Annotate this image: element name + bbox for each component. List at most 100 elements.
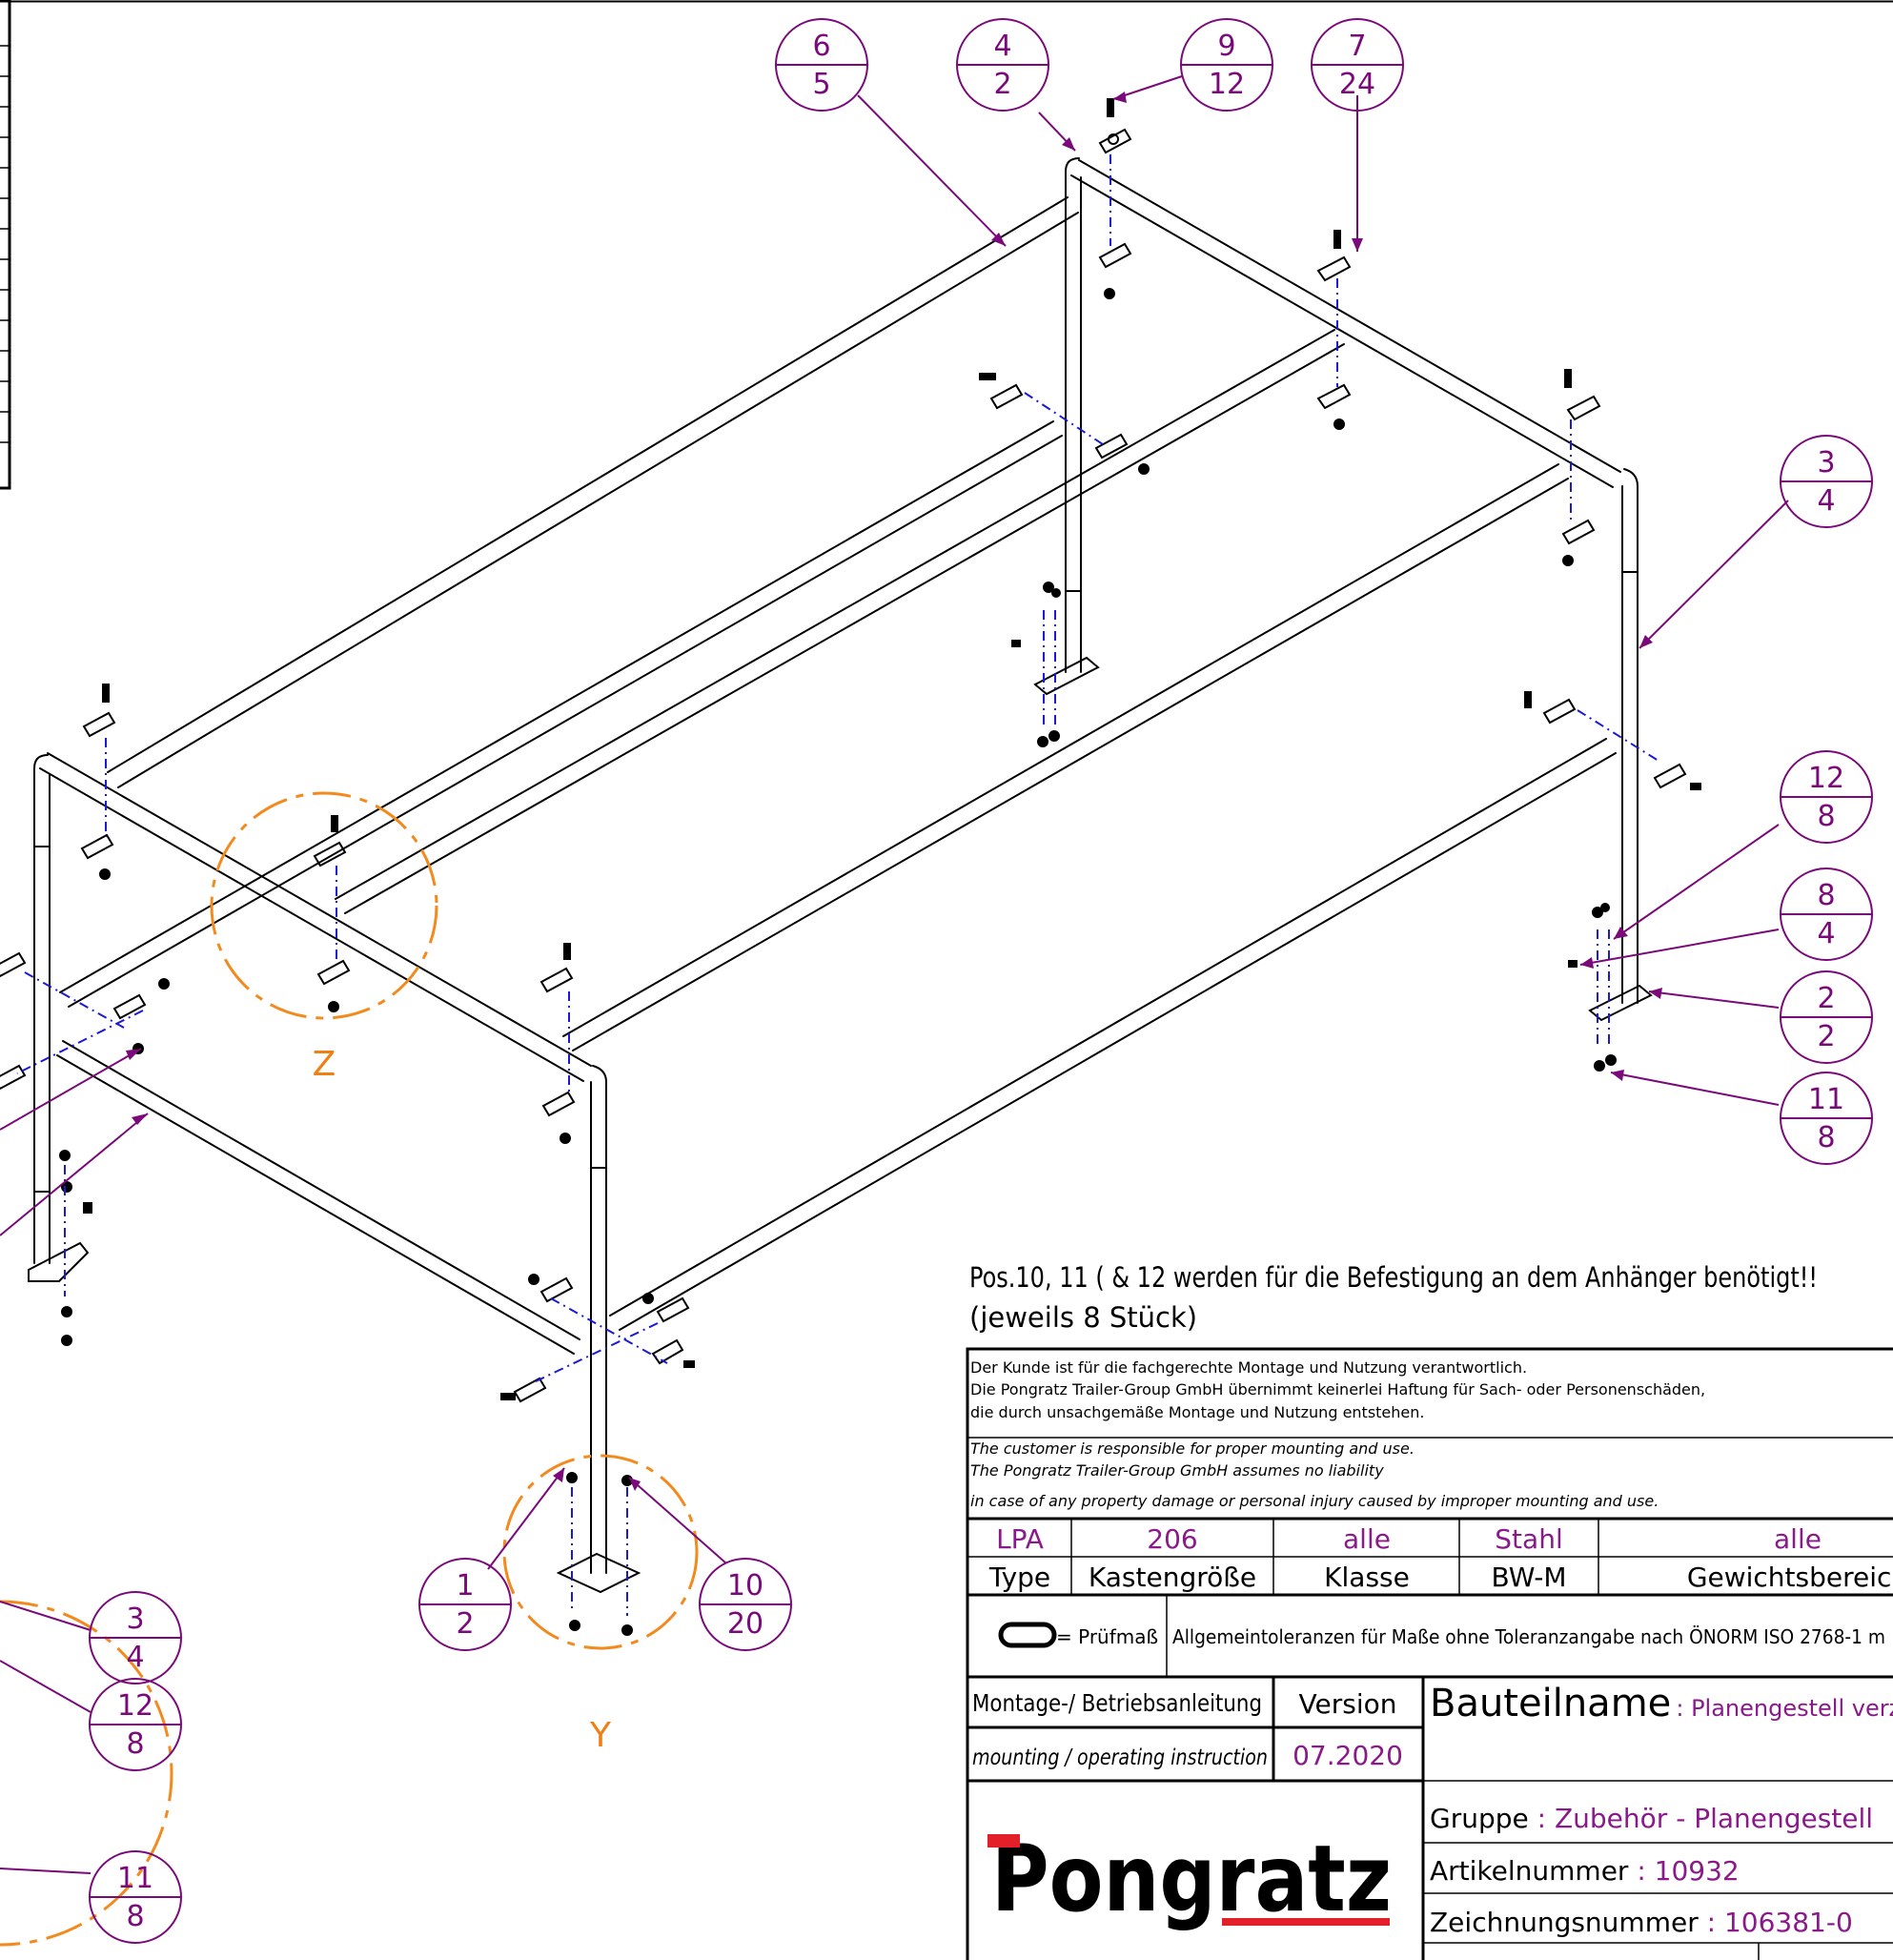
balloon-top-text: 4 xyxy=(993,30,1011,63)
detail-circle-y xyxy=(502,1454,699,1650)
balloon-top-text: 11 xyxy=(117,1862,153,1895)
balloon-top-text: 11 xyxy=(1808,1083,1844,1116)
rail-middle-3 xyxy=(562,463,1569,1051)
balloon-arrowheads xyxy=(126,92,1662,1491)
clamp-detail-z xyxy=(313,815,351,1012)
balloon-bottom-text: 24 xyxy=(1339,68,1375,101)
balloon-bottom-text: 8 xyxy=(126,1900,144,1933)
disclaimer: Der Kunde ist für die fachgerechte Monta… xyxy=(970,1358,1705,1510)
tolerance-text: Allgemeintoleranzen für Maße ohne Tolera… xyxy=(1172,1625,1885,1648)
group-row: Gruppe : Zubehör - Planengestell xyxy=(1430,1803,1873,1834)
part-name-label: Bauteilname xyxy=(1430,1682,1671,1725)
clamp-front-lower xyxy=(500,1274,695,1403)
doc-type-de: Montage-/ Betriebsanleitung xyxy=(972,1689,1262,1717)
clamp-top-b xyxy=(1316,230,1352,430)
article-label: Artikelnummer xyxy=(1430,1855,1629,1887)
balloon-11-8-right xyxy=(1780,1072,1873,1165)
disclaimer-en-line: The customer is responsible for proper m… xyxy=(970,1439,1415,1458)
spec-material-header: BW-M xyxy=(1491,1562,1566,1593)
version-value: 07.2020 xyxy=(1293,1740,1403,1771)
rail-middle-2 xyxy=(335,329,1345,914)
version-label: Version xyxy=(1299,1688,1397,1720)
doc-type-en: mounting / operating instruction xyxy=(972,1746,1268,1770)
balloon-3-4-left xyxy=(89,1591,182,1684)
detail-label-y: Y xyxy=(589,1716,612,1755)
upright-front-right xyxy=(590,1065,607,1574)
rail-middle-1 xyxy=(59,420,1063,1008)
balloon-12-8-left xyxy=(89,1678,182,1771)
drawing-number-label: Zeichnungsnummer xyxy=(1430,1907,1699,1938)
pruefmass-label: = Prüfmaß xyxy=(1056,1625,1158,1648)
base-plate-back-left xyxy=(1011,582,1100,747)
spec-weight-value: alle xyxy=(1774,1523,1822,1555)
balloon-bottom-text: 8 xyxy=(1817,800,1835,833)
disclaimer-de-line: Der Kunde ist für die fachgerechte Monta… xyxy=(970,1358,1527,1377)
detail-circle-partial xyxy=(0,1600,173,1947)
clamp-top-d xyxy=(1561,369,1601,566)
balloon-bottom-text: 20 xyxy=(727,1607,763,1641)
balloon-bottom-text: 5 xyxy=(812,68,830,101)
balloon-10-20 xyxy=(699,1558,792,1651)
group-value: : Zubehör - Planengestell xyxy=(1537,1803,1873,1834)
balloon-top-text: 9 xyxy=(1217,30,1235,63)
detail-circle-z xyxy=(210,791,438,1020)
rail-lower-front xyxy=(609,738,1617,1331)
balloon-top-text: 2 xyxy=(1817,982,1835,1015)
balloon-12-8-right xyxy=(1780,750,1873,844)
spec-table-values: LPA 206 alle Stahl alle xyxy=(996,1523,1822,1555)
frame-tubes xyxy=(33,157,1639,1574)
detail-circles xyxy=(0,791,699,1947)
balloon-top-text: 12 xyxy=(1808,762,1844,795)
balloon-leaders xyxy=(0,75,1789,1874)
pongratz-logo: Pongratz xyxy=(987,1826,1392,1932)
balloons xyxy=(89,18,1873,1944)
upright-back-left xyxy=(1065,157,1082,673)
upright-back-right xyxy=(1621,468,1639,1004)
base-plates xyxy=(28,582,1653,1636)
clamp-left-a xyxy=(80,684,116,880)
clamp-left-b xyxy=(0,951,170,1091)
sheet-frame xyxy=(0,0,1893,490)
assembly-note-line2: (jeweils 8 Stück) xyxy=(969,1301,1197,1334)
balloon-9-12 xyxy=(1180,18,1273,112)
cross-tube-lower-left xyxy=(56,1040,580,1355)
clamp-top-c xyxy=(979,373,1150,475)
disclaimer-en-line: in case of any property damage or person… xyxy=(970,1492,1659,1510)
clamp-top-a xyxy=(1098,98,1132,299)
spec-class-value: alle xyxy=(1343,1523,1391,1555)
part-name-row: Bauteilname : Planengestell verzinkt xyxy=(1430,1682,1893,1725)
clamp-fittings xyxy=(0,98,1701,1403)
balloon-top-text: 1 xyxy=(456,1569,474,1603)
drawing-number-value: : 106381-0 xyxy=(1707,1907,1853,1938)
group-label: Gruppe xyxy=(1430,1803,1529,1834)
balloon-top-text: 10 xyxy=(727,1569,763,1603)
logo-underline xyxy=(1222,1918,1390,1926)
balloon-3-4-right xyxy=(1780,435,1873,528)
assembly-note-line1: Pos.10, 11 ( & 12 werden für die Befesti… xyxy=(969,1261,1818,1294)
spec-material-value: Stahl xyxy=(1495,1523,1562,1555)
rail-top-back xyxy=(107,196,1079,788)
balloon-7-24 xyxy=(1311,18,1404,112)
disclaimer-en-line: The Pongratz Trailer-Group GmbH assumes … xyxy=(970,1461,1384,1480)
disclaimer-de-line: die durch unsachgemäße Montage und Nutzu… xyxy=(970,1403,1424,1421)
balloon-bottom-text: 2 xyxy=(456,1607,474,1641)
balloon-bottom-text: 4 xyxy=(1817,484,1835,518)
balloon-1-2 xyxy=(418,1558,512,1651)
balloon-11-8-left xyxy=(89,1850,182,1944)
assembly-axes xyxy=(16,154,1659,1616)
logo-wordmark: Pongratz xyxy=(991,1826,1392,1932)
spec-class-header: Klasse xyxy=(1324,1562,1410,1593)
spec-type-header: Type xyxy=(988,1562,1050,1593)
balloon-numbers: 6 5 4 2 9 12 7 24 3 4 12 8 8 4 2 2 11 8 … xyxy=(117,30,1844,1933)
spec-size-value: 206 xyxy=(1147,1523,1197,1555)
spec-type-value: LPA xyxy=(996,1523,1044,1555)
cross-tube-back xyxy=(1070,159,1621,488)
base-plate-front-left xyxy=(28,1150,92,1346)
logo-red-bar xyxy=(987,1834,1020,1848)
balloon-top-text: 7 xyxy=(1348,30,1366,63)
balloon-4-2 xyxy=(956,18,1049,112)
clamp-right-mid xyxy=(1524,691,1701,790)
pruefmass-symbol xyxy=(998,1622,1057,1648)
balloon-6-5 xyxy=(775,18,868,112)
